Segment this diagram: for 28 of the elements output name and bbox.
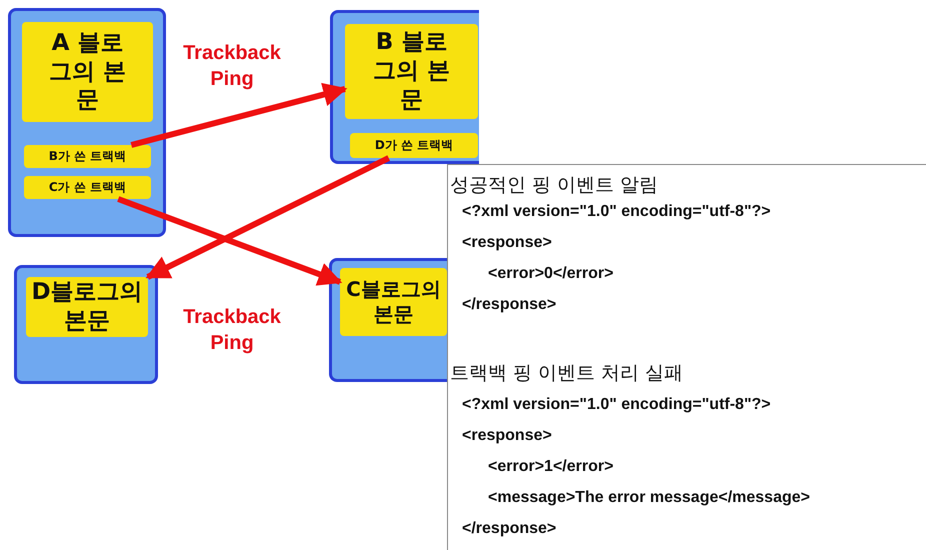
arrow	[146, 155, 390, 280]
code-line: </response>	[462, 296, 556, 314]
code-line: <?xml version="1.0" encoding="utf-8"?>	[462, 203, 771, 221]
blog-box	[330, 10, 479, 164]
ping-label: Trackback Ping	[182, 305, 282, 356]
code-line: <?xml version="1.0" encoding="utf-8"?>	[462, 396, 771, 414]
code-line: <response>	[462, 427, 552, 445]
post-body-box: B 블로그의 본문	[345, 24, 478, 119]
trackback-item: C가 쓴 트랙백	[24, 176, 151, 199]
blog-box	[14, 265, 158, 384]
section-heading: 트랙백 핑 이벤트 처리 실패	[450, 361, 684, 386]
arrow	[130, 82, 348, 148]
code-line: </response>	[462, 520, 556, 538]
blog-box	[8, 8, 166, 237]
post-body-box: D블로그의 본문	[26, 277, 148, 337]
arrow	[117, 196, 342, 286]
post-body-box: C블로그의 본문	[340, 268, 447, 336]
blog-box	[329, 258, 447, 382]
post-body-box: A 블로그의 본문	[22, 22, 153, 122]
ping-label: Trackback Ping	[182, 41, 282, 92]
code-line: <error>0</error>	[488, 265, 614, 283]
trackback-item: B가 쓴 트랙백	[24, 145, 151, 168]
code-line: <error>1</error>	[488, 458, 614, 476]
section-heading: 성공적인 핑 이벤트 알림	[450, 173, 658, 198]
trackback-item: D가 쓴 트랙백	[350, 133, 478, 158]
xml-response-panel	[447, 164, 926, 550]
code-line: <message>The error message</message>	[488, 489, 810, 507]
code-line: <response>	[462, 234, 552, 252]
